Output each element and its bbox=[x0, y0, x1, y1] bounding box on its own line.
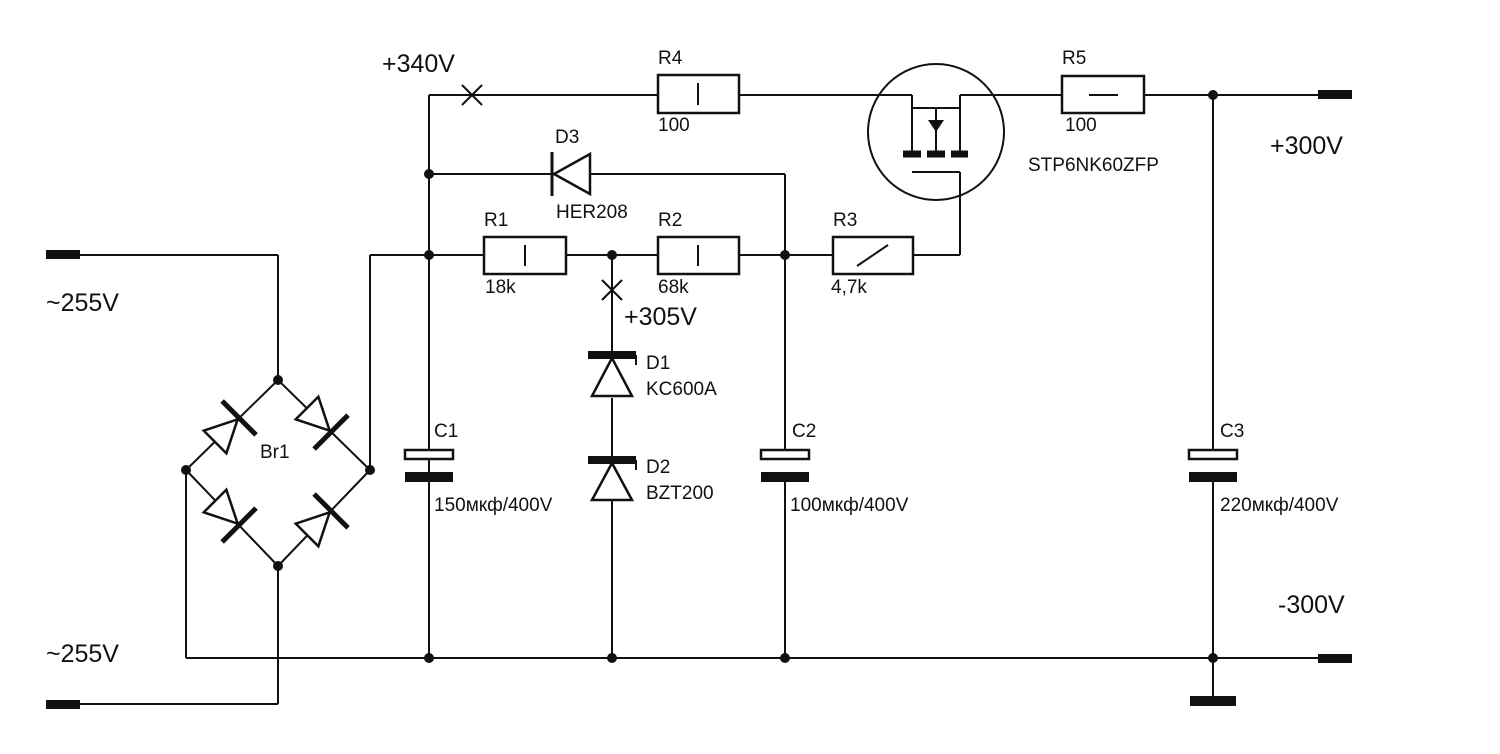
label-v305: +305V bbox=[624, 303, 697, 331]
resistor-r2 bbox=[656, 235, 741, 276]
r5-ref: R5 bbox=[1062, 48, 1086, 69]
d3-ref: D3 bbox=[555, 127, 579, 148]
diode-d3 bbox=[550, 151, 592, 197]
bridge-br1 bbox=[185, 379, 371, 567]
r3-value: 4,7k bbox=[831, 277, 867, 298]
d2-value: BZT200 bbox=[646, 483, 714, 504]
label-ac-top: ~255V bbox=[46, 289, 119, 317]
label-ac-bottom: ~255V bbox=[46, 640, 119, 668]
resistor-r3 bbox=[831, 235, 915, 276]
resistor-r1 bbox=[482, 235, 568, 276]
d1-value: KC600A bbox=[646, 379, 717, 400]
mosfet-q1 bbox=[867, 63, 1005, 201]
test-point-markers bbox=[461, 84, 623, 301]
d3-value: HER208 bbox=[556, 202, 628, 223]
terminals bbox=[46, 90, 1352, 709]
zener-d1 bbox=[588, 351, 637, 398]
label-v300-neg: -300V bbox=[1278, 591, 1345, 619]
br1-ref: Br1 bbox=[260, 442, 290, 463]
r2-ref: R2 bbox=[658, 210, 682, 231]
c1-value: 150мкф/400V bbox=[434, 495, 553, 516]
capacitor-c2 bbox=[759, 448, 811, 482]
c2-ref: C2 bbox=[792, 421, 816, 442]
wires bbox=[78, 94, 1320, 705]
ac-top-terminal bbox=[46, 250, 80, 259]
r5-value: 100 bbox=[1065, 115, 1097, 136]
r3-ref: R3 bbox=[833, 210, 857, 231]
out-pos-terminal bbox=[1318, 90, 1352, 99]
resistor-r5 bbox=[1060, 74, 1146, 115]
r4-value: 100 bbox=[658, 115, 690, 136]
c2-value: 100мкф/400V bbox=[790, 495, 909, 516]
capacitor-c3 bbox=[1187, 448, 1239, 482]
c3-value: 220мкф/400V bbox=[1220, 495, 1339, 516]
ground-terminal bbox=[1190, 696, 1236, 706]
label-v340: +340V bbox=[382, 50, 455, 78]
resistor-r4 bbox=[656, 73, 741, 115]
d2-ref: D2 bbox=[646, 457, 670, 478]
r2-value: 68k bbox=[658, 277, 689, 298]
r1-ref: R1 bbox=[484, 210, 508, 231]
r4-ref: R4 bbox=[658, 48, 683, 69]
ac-bottom-terminal bbox=[46, 700, 80, 709]
r1-value: 18k bbox=[485, 277, 516, 298]
capacitor-c1 bbox=[403, 448, 455, 482]
c1-ref: C1 bbox=[434, 421, 458, 442]
label-v300-pos: +300V bbox=[1270, 132, 1343, 160]
zener-d2 bbox=[588, 456, 637, 502]
junction-dots bbox=[181, 90, 1218, 663]
c3-ref: C3 bbox=[1220, 421, 1244, 442]
d1-ref: D1 bbox=[646, 353, 670, 374]
out-neg-terminal bbox=[1318, 654, 1352, 663]
mosfet-part-number: STP6NK60ZFP bbox=[1028, 155, 1159, 176]
